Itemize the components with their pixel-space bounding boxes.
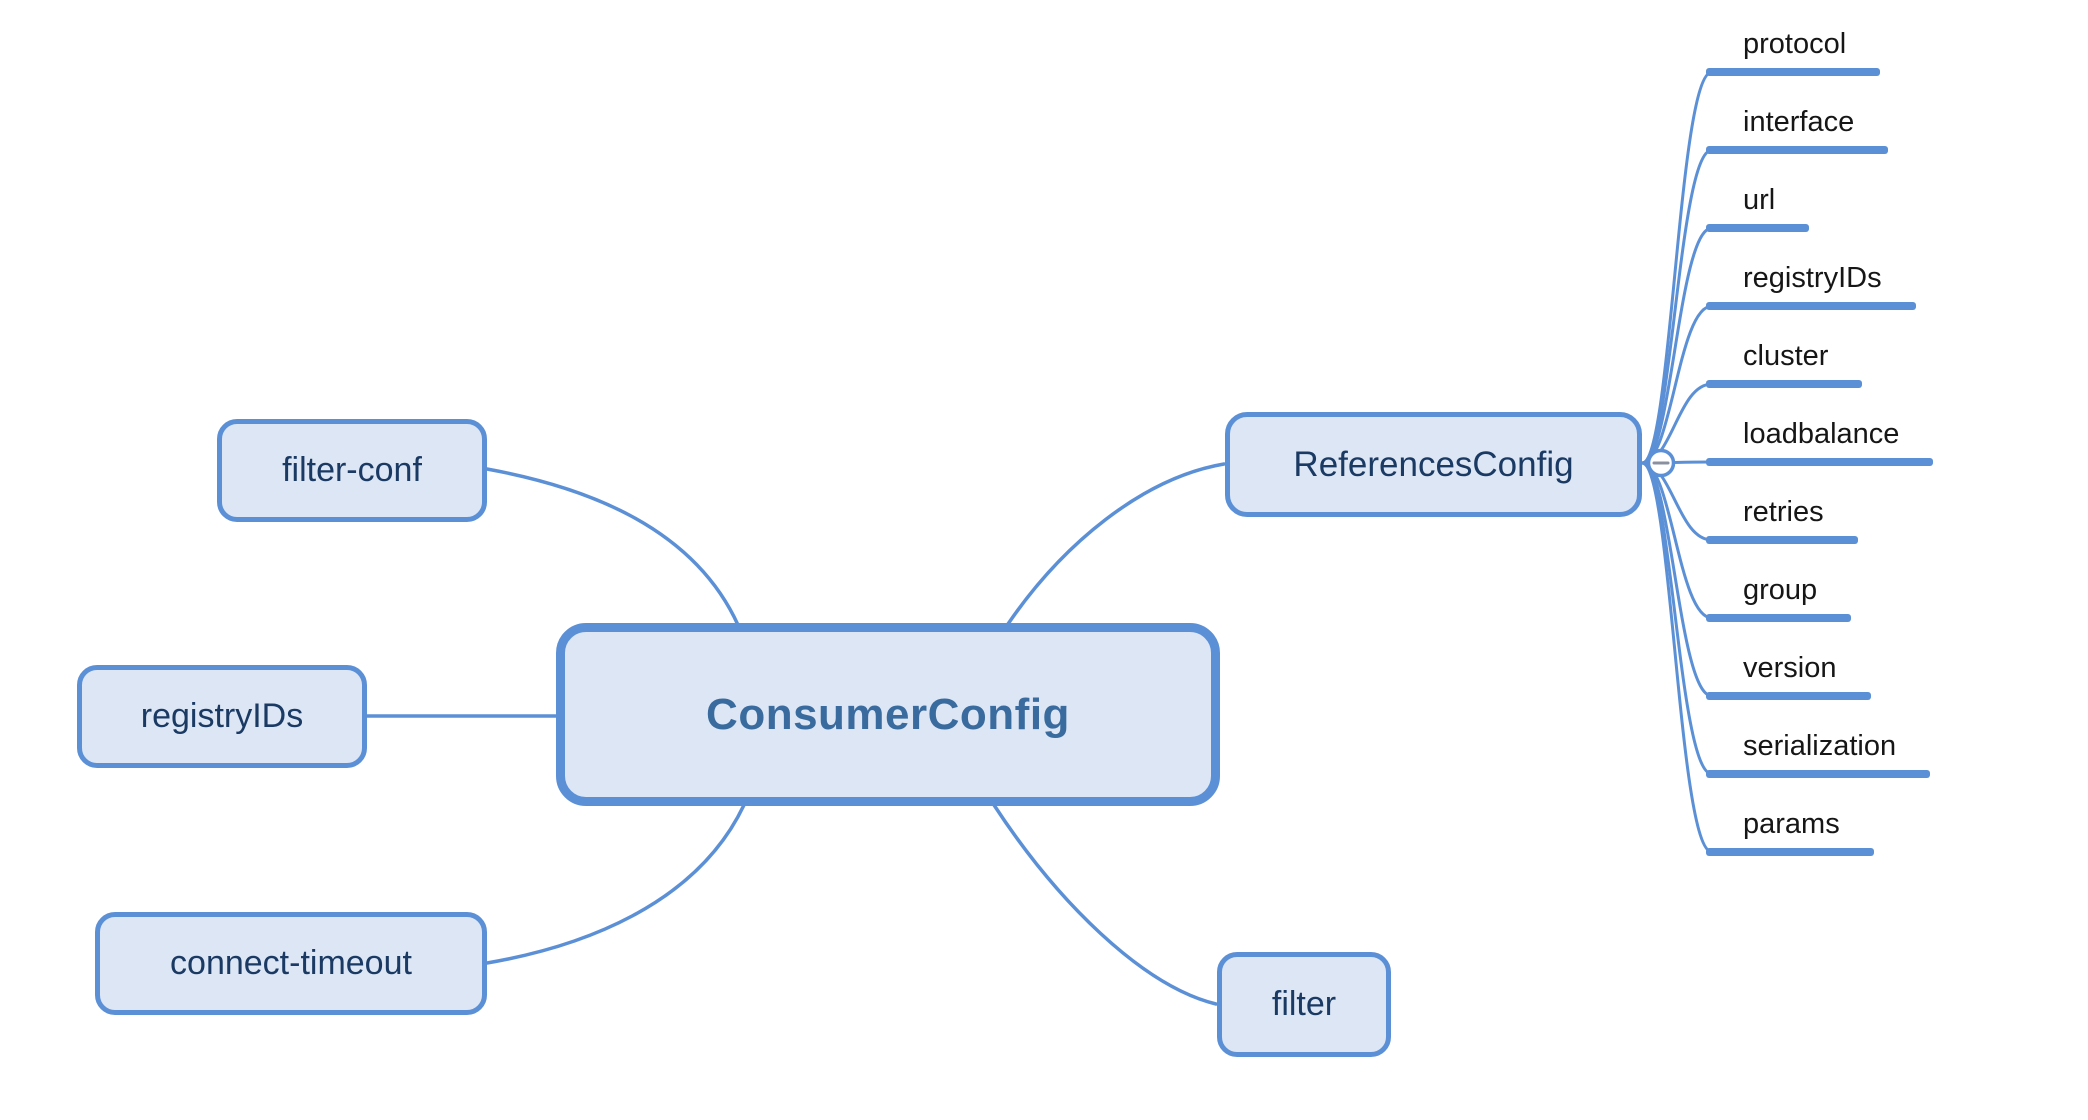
leaf-node-url[interactable]: url — [1706, 184, 1810, 232]
leaf-underline — [1706, 224, 1810, 232]
leaf-underline — [1706, 380, 1863, 388]
leaf-node-protocol[interactable]: protocol — [1706, 28, 1881, 76]
leaf-connector-interface — [1640, 148, 1714, 465]
leaf-label: loadbalance — [1743, 418, 1900, 450]
leaf-label: protocol — [1743, 28, 1847, 60]
leaf-label: params — [1743, 808, 1840, 840]
leaf-underline — [1706, 770, 1931, 778]
leaf-underline — [1706, 692, 1871, 700]
leaf-node-version[interactable]: version — [1706, 652, 1871, 700]
leaf-underline — [1706, 614, 1852, 622]
leaf-label: version — [1743, 652, 1837, 684]
leaf-label: registryIDs — [1743, 262, 1882, 294]
leaf-label: group — [1743, 574, 1818, 606]
leaf-node-cluster[interactable]: cluster — [1706, 340, 1863, 388]
leaf-node-registryids[interactable]: registryIDs — [1706, 262, 1916, 310]
leaf-underline — [1706, 146, 1889, 154]
branch-connector-connect-timeout — [485, 803, 746, 965]
leaf-label: cluster — [1743, 340, 1829, 372]
leaf-label: retries — [1743, 496, 1824, 528]
leaf-node-group[interactable]: group — [1706, 574, 1852, 622]
node-filter-conf-label: filter-conf — [282, 451, 422, 489]
leaf-underline — [1706, 848, 1874, 856]
branch-connector-filter-conf — [485, 467, 740, 627]
leaf-underline — [1706, 458, 1934, 466]
leaf-underline — [1706, 536, 1858, 544]
leaf-underline — [1706, 68, 1881, 76]
node-filter-conf[interactable]: filter-conf — [217, 419, 487, 522]
node-registryids-label: registryIDs — [140, 697, 304, 735]
branch-connector-referencesconfig — [1006, 462, 1226, 626]
leaf-connector-params — [1640, 461, 1714, 854]
leaf-label: serialization — [1743, 730, 1897, 762]
branch-connector-filter — [992, 803, 1218, 1006]
leaf-node-retries[interactable]: retries — [1706, 496, 1858, 544]
leaf-connector-serialization — [1640, 461, 1714, 776]
node-connect-timeout-label: connect-timeout — [170, 944, 412, 982]
leaf-label: url — [1743, 184, 1776, 216]
node-consumerconfig[interactable]: ConsumerConfig — [556, 623, 1220, 806]
node-connect-timeout[interactable]: connect-timeout — [95, 912, 487, 1015]
node-registryids[interactable]: registryIDs — [77, 665, 367, 768]
node-referencesconfig[interactable]: ReferencesConfig — [1225, 412, 1642, 517]
leaf-label: interface — [1743, 106, 1855, 138]
node-referencesconfig-label: ReferencesConfig — [1293, 444, 1574, 484]
node-filter[interactable]: filter — [1217, 952, 1391, 1057]
leaf-node-params[interactable]: params — [1706, 808, 1874, 856]
leaf-node-interface[interactable]: interface — [1706, 106, 1889, 154]
leaf-connector-protocol — [1640, 70, 1714, 465]
node-filter-label: filter — [1271, 985, 1337, 1023]
leaf-node-loadbalance[interactable]: loadbalance — [1706, 418, 1934, 466]
collapse-button[interactable] — [1646, 448, 1676, 478]
node-consumerconfig-label: ConsumerConfig — [706, 689, 1070, 739]
leaf-node-serialization[interactable]: serialization — [1706, 730, 1931, 778]
leaf-underline — [1706, 302, 1916, 310]
